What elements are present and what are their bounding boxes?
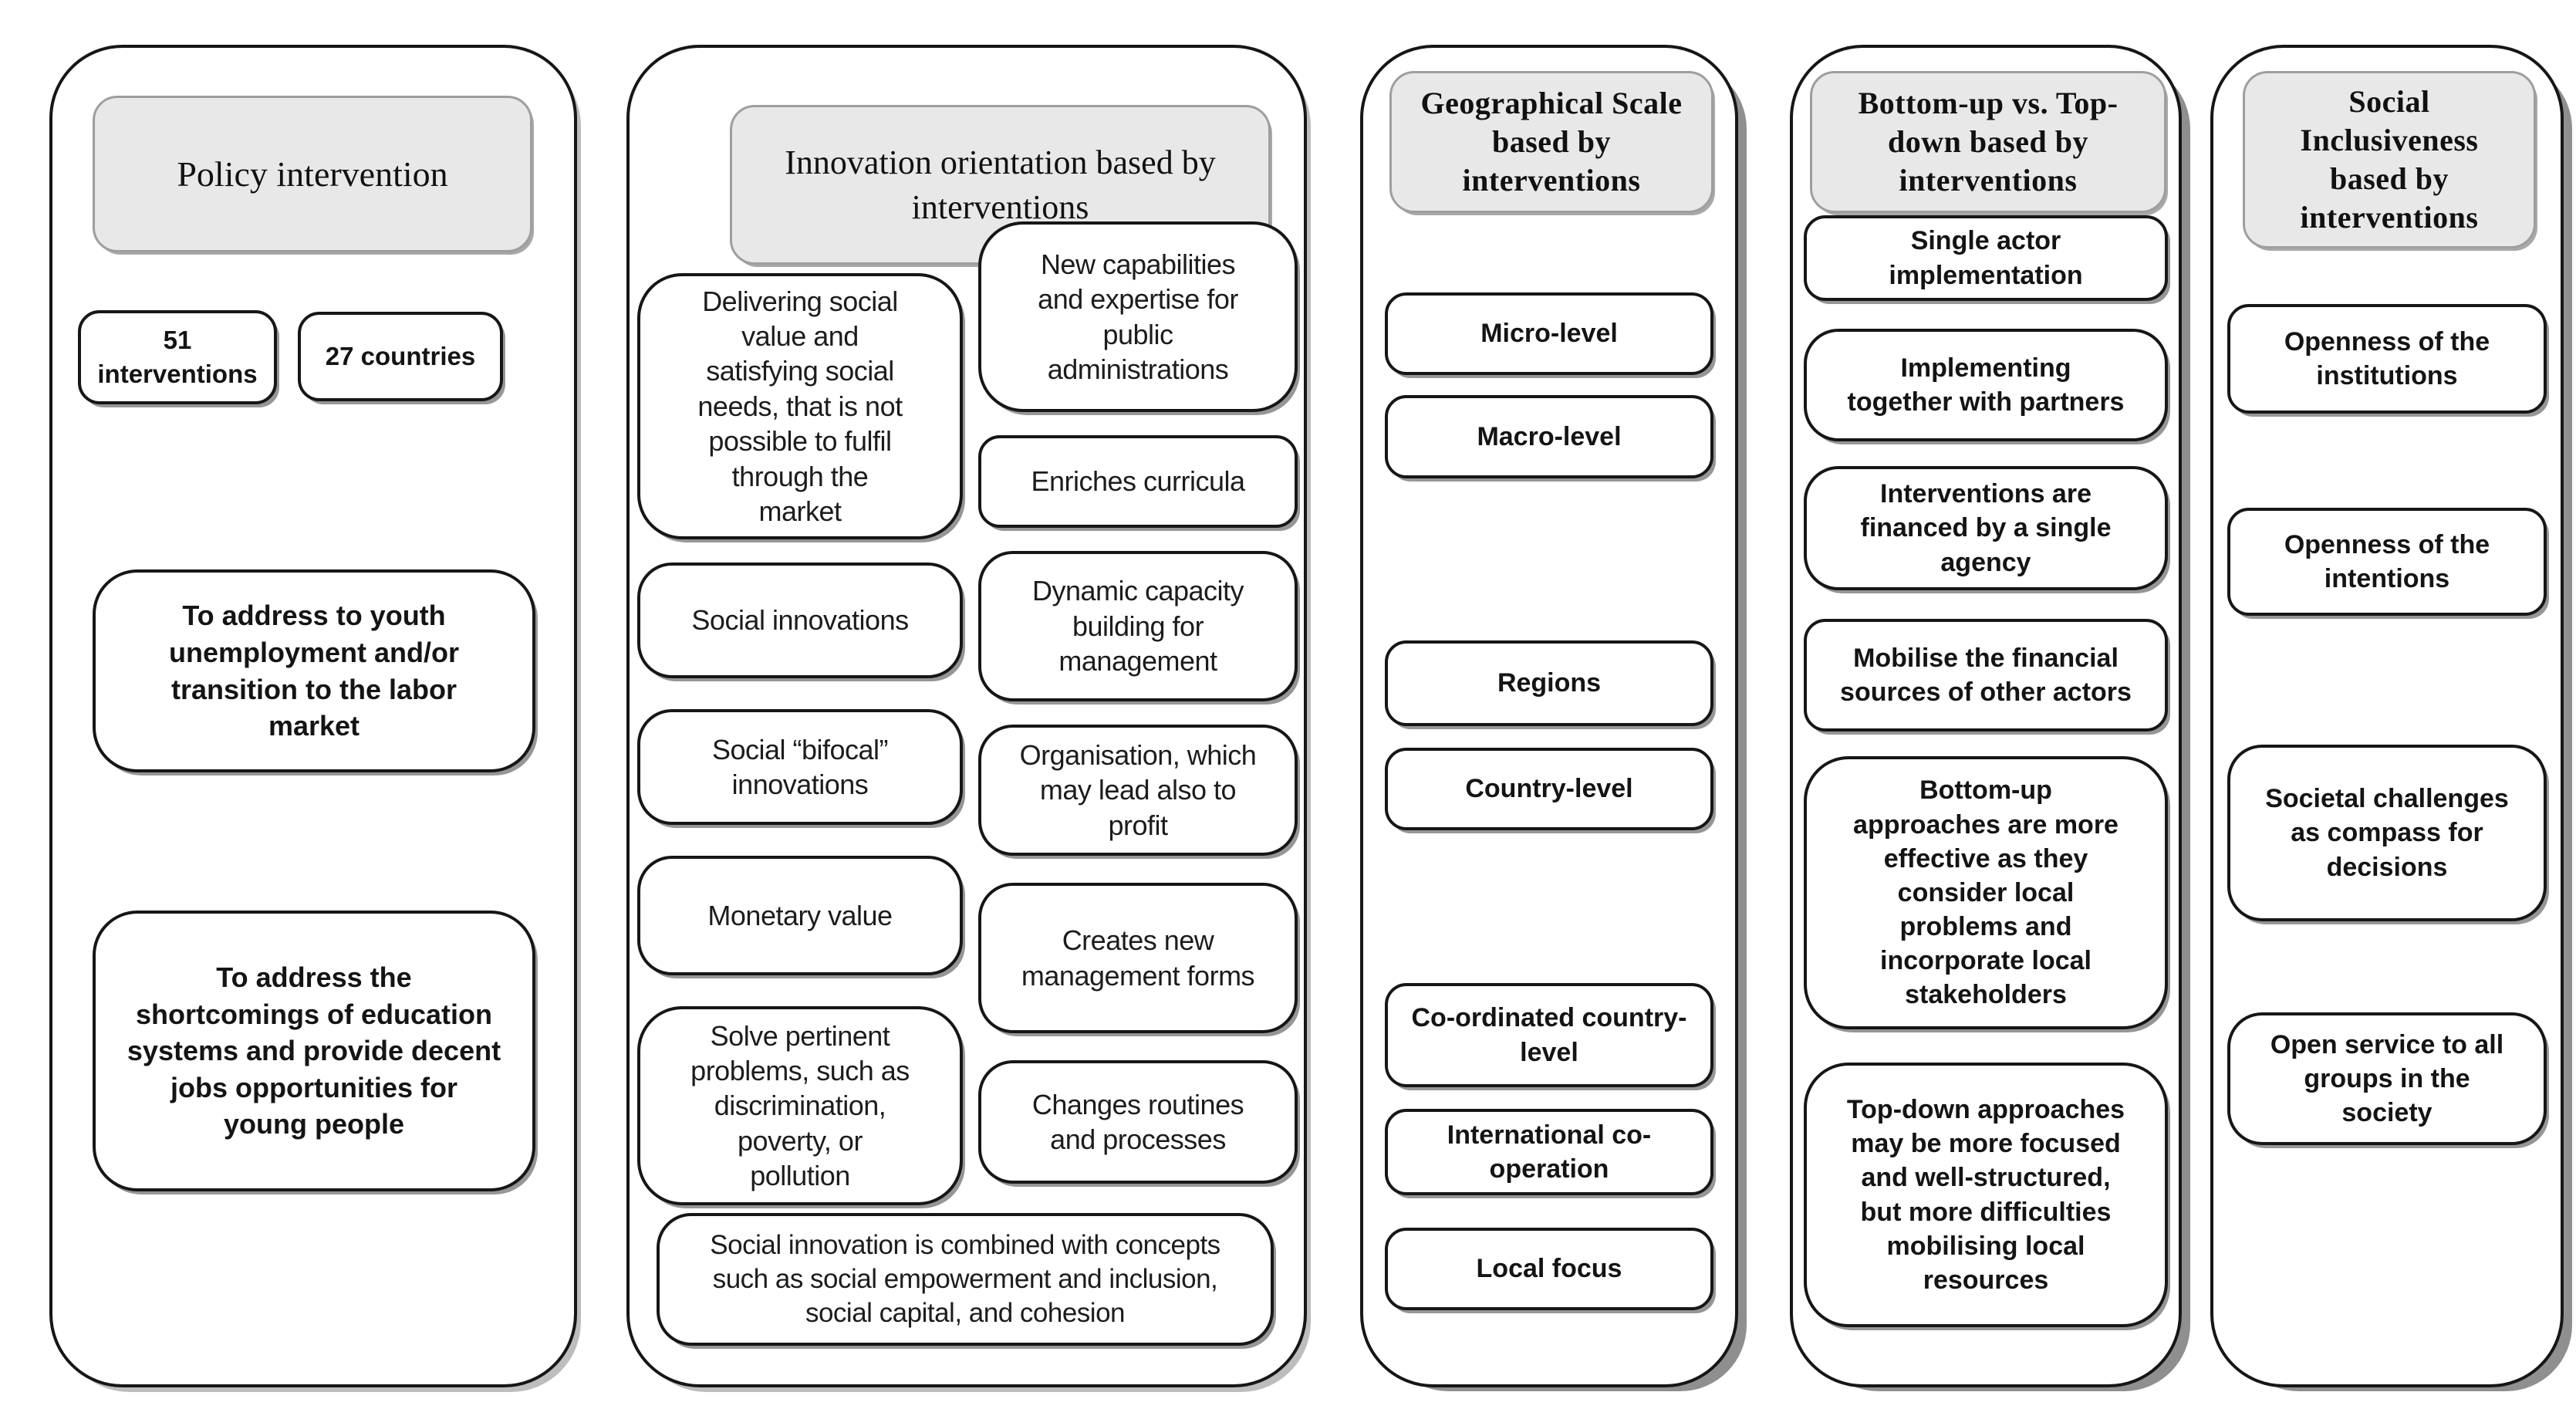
box-text: Societal challenges as compass for decis…: [2265, 784, 2509, 882]
stat-label: interventions: [97, 360, 258, 388]
box-enriches-curricula: Enriches curricula: [978, 435, 1298, 528]
stat-value: 51: [163, 326, 192, 355]
box-openness-of-institutions: Openness of the institutions: [2227, 304, 2547, 414]
box-text: Single actor implementation: [1889, 226, 2083, 290]
box-text: Implementing together with partners: [1847, 353, 2125, 417]
box-monetary-value: Monetary value: [637, 856, 963, 975]
box-text: Solve pertinent problems, such as discri…: [690, 1019, 910, 1192]
box-text: Interventions are financed by a single a…: [1860, 479, 2112, 577]
box-micro-level: Micro-level: [1385, 292, 1713, 375]
box-open-service-all-groups: Open service to all groups in the societ…: [2227, 1012, 2547, 1145]
box-education-shortcomings: To address the shortcomings of education…: [93, 911, 535, 1191]
box-text: New capabilities and expertise for publi…: [1038, 248, 1238, 385]
box-text: Enriches curricula: [1031, 465, 1245, 498]
box-social-bifocal-innovations: Social “bifocal” innovations: [637, 709, 963, 825]
header-text: Bottom-up vs. Top- down based by interve…: [1858, 86, 2119, 198]
box-dynamic-capacity-building: Dynamic capacity building for management: [978, 551, 1298, 701]
box-delivering-social-value: Delivering social value and satisfying s…: [637, 273, 963, 539]
box-social-innovations: Social innovations: [637, 563, 963, 678]
box-openness-of-intentions: Openness of the intentions: [2227, 508, 2547, 616]
box-country-level: Country-level: [1385, 748, 1713, 830]
column-geographical-scale: Geographical Scale based by intervention…: [1360, 45, 1738, 1387]
box-text: Top-down approaches may be more focused …: [1846, 1094, 2125, 1295]
box-societal-challenges-compass: Societal challenges as compass for decis…: [2227, 745, 2547, 921]
box-text: Social innovation is combined with conce…: [710, 1229, 1220, 1329]
box-solve-pertinent-problems: Solve pertinent problems, such as discri…: [637, 1006, 963, 1205]
box-text: Bottom-up approaches are more effective …: [1853, 775, 2119, 1010]
box-organisation-profit: Organisation, which may lead also to pro…: [978, 725, 1298, 856]
box-text: Macro-level: [1477, 421, 1622, 451]
box-coordinated-country-level: Co-ordinated country- level: [1385, 983, 1713, 1087]
box-implementing-with-partners: Implementing together with partners: [1804, 329, 2168, 441]
box-changes-routines-processes: Changes routines and processes: [978, 1060, 1298, 1184]
header-social-inclusiveness: Social Inclusiveness based by interventi…: [2243, 71, 2536, 248]
box-text: To address to youth unemployment and/or …: [168, 600, 460, 742]
box-text: Openness of the intentions: [2284, 529, 2490, 593]
box-youth-unemployment: To address to youth unemployment and/or …: [93, 569, 535, 772]
box-text: Local focus: [1476, 1254, 1622, 1284]
box-text: International co- operation: [1447, 1120, 1652, 1184]
header-text: Social Inclusiveness based by interventi…: [2300, 84, 2479, 235]
box-social-innovation-concepts: Social innovation is combined with conce…: [657, 1213, 1274, 1346]
box-text: Openness of the institutions: [2284, 326, 2490, 390]
box-text: To address the shortcomings of education…: [127, 961, 501, 1140]
box-text: Open service to all groups in the societ…: [2270, 1029, 2504, 1128]
box-international-cooperation: International co- operation: [1385, 1109, 1713, 1195]
box-text: Country-level: [1465, 774, 1633, 804]
header-geographical-scale: Geographical Scale based by intervention…: [1389, 71, 1713, 213]
box-regions: Regions: [1385, 640, 1713, 726]
box-text: Social “bifocal” innovations: [711, 733, 889, 800]
column-innovation-orientation: Innovation orientation based by interven…: [626, 45, 1307, 1387]
box-text: Social innovations: [691, 604, 909, 637]
stat-value: 27 countries: [325, 342, 476, 371]
stat-27-countries: 27 countries: [298, 312, 503, 401]
header-policy-intervention: Policy intervention: [93, 96, 532, 252]
box-text: Organisation, which may lead also to pro…: [1019, 738, 1257, 841]
column-bottom-up-top-down: Bottom-up vs. Top- down based by interve…: [1790, 45, 2182, 1387]
header-text: Innovation orientation based by interven…: [785, 144, 1216, 226]
header-text: Policy intervention: [177, 154, 448, 194]
box-local-focus: Local focus: [1385, 1228, 1713, 1310]
box-text: Dynamic capacity building for management: [1031, 575, 1244, 677]
box-text: Co-ordinated country- level: [1411, 1003, 1687, 1067]
box-creates-new-management-forms: Creates new management forms: [978, 883, 1298, 1033]
header-bottom-up-top-down: Bottom-up vs. Top- down based by interve…: [1810, 71, 2166, 213]
box-text: Mobilise the financial sources of other …: [1840, 643, 2132, 707]
box-text: Monetary value: [707, 899, 893, 931]
column-social-inclusiveness: Social Inclusiveness based by interventi…: [2210, 45, 2564, 1387]
column-policy-intervention: Policy intervention 51 interventions 27 …: [49, 45, 577, 1387]
box-text: Regions: [1497, 668, 1602, 698]
box-macro-level: Macro-level: [1385, 395, 1713, 478]
box-text: Changes routines and processes: [1031, 1088, 1244, 1155]
box-top-down-approaches: Top-down approaches may be more focused …: [1804, 1063, 2168, 1327]
box-text: Creates new management forms: [1021, 924, 1255, 992]
stat-51-interventions: 51 interventions: [78, 310, 277, 404]
box-text: Micro-level: [1480, 319, 1618, 349]
header-text: Geographical Scale based by intervention…: [1420, 86, 1683, 198]
box-new-capabilities: New capabilities and expertise for publi…: [978, 221, 1298, 412]
box-mobilise-financial-sources: Mobilise the financial sources of other …: [1804, 619, 2168, 732]
box-text: Delivering social value and satisfying s…: [697, 285, 903, 527]
box-single-actor-implementation: Single actor implementation: [1804, 215, 2168, 301]
box-bottom-up-approaches: Bottom-up approaches are more effective …: [1804, 756, 2168, 1029]
box-financed-by-single-agency: Interventions are financed by a single a…: [1804, 466, 2168, 590]
